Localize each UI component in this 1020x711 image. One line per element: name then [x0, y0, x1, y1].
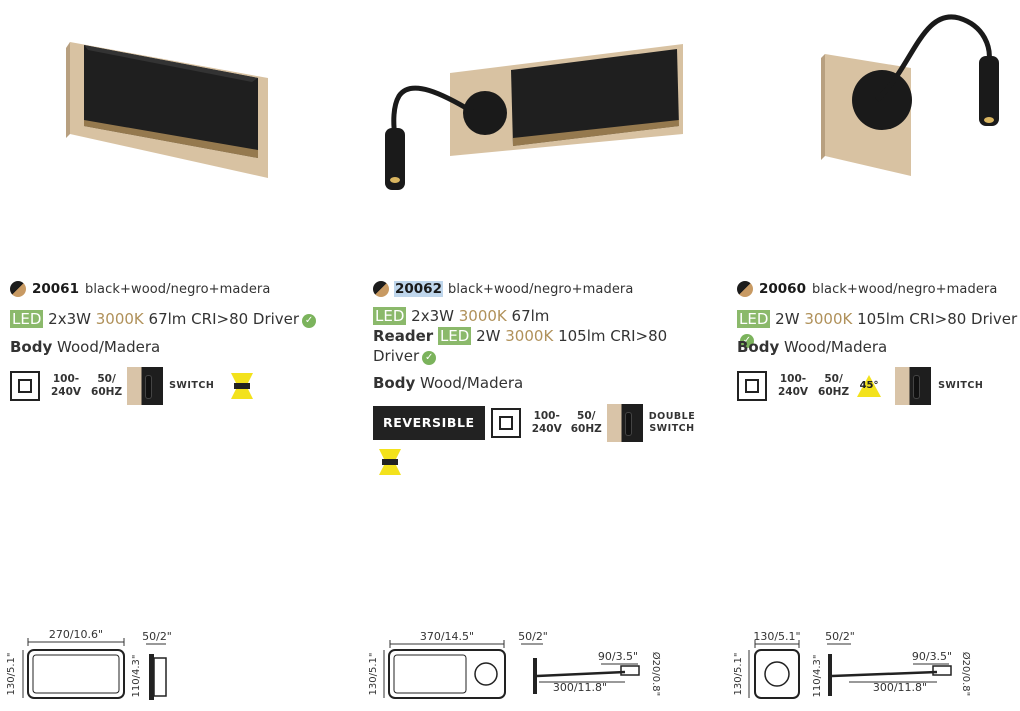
power-text: 2x3W — [48, 310, 91, 328]
dimension-drawing-20062: 370/14.5" 130/5.1" 50/2" 90/3.5" 300/11.… — [368, 630, 662, 699]
reader-driver-text: Driver — [373, 347, 420, 365]
reader-tail-text: 105lm CRI>80 — [558, 327, 668, 345]
spec-tail-text: 67lm — [511, 307, 550, 325]
dimension-drawing-20060: 130/5.1" 130/5.1" 50/2" 110/4.3" 90/3.5"… — [733, 630, 972, 699]
switch-label: SWITCH — [938, 380, 984, 391]
dim-width: 370/14.5" — [420, 630, 474, 643]
finish-text: black+wood/negro+madera — [84, 281, 271, 297]
dim-arm-length: 300/11.8" — [873, 681, 927, 694]
check-icon: ✓ — [302, 314, 317, 328]
dim-depth: 50/2" — [518, 630, 548, 643]
product-image-20062 — [385, 44, 683, 190]
body-label: Body — [737, 338, 780, 356]
voltage-label: 100-240V — [531, 410, 562, 435]
reader-label: Reader — [373, 327, 434, 345]
reader-led-badge: LED — [437, 327, 472, 345]
product-code-line: 20062 black+wood/negro+madera — [373, 281, 633, 297]
cct-text: 3000K — [804, 310, 853, 328]
feature-icons: 100-240V 50/60HZ SWITCH — [10, 367, 256, 405]
power-text: 2x3W — [411, 307, 454, 325]
led-badge: LED — [737, 310, 771, 328]
beam-angle-text: 45° — [859, 380, 879, 391]
body-value: Wood/Madera — [57, 338, 161, 356]
body-label: Body — [373, 374, 416, 392]
led-spec: LED 2x3W 3000K 67lm CRI>80 Driver✓ — [10, 309, 317, 329]
finish-swatch-icon — [10, 281, 26, 297]
dimension-drawing-20061: 270/10.6" 130/5.1" 50/2" 110/4.3" — [6, 628, 172, 700]
dim-width: 130/5.1" — [753, 630, 800, 643]
dim-arm: 90/3.5" — [912, 650, 952, 663]
up-down-light-icon — [231, 373, 254, 399]
product-card-20061: 20061 black+wood/negro+madera LED 2x3W 3… — [0, 0, 340, 711]
dim-depth: 50/2" — [825, 630, 855, 643]
dim-side-height: 110/4.3" — [131, 655, 142, 698]
body-spec: Body Wood/Madera — [737, 337, 887, 357]
body-value: Wood/Madera — [784, 338, 888, 356]
spec-tail-text: 67lm CRI>80 Driver — [148, 310, 300, 328]
body-spec: Body Wood/Madera — [373, 373, 523, 393]
product-code: 20062 — [394, 281, 443, 297]
dim-height: 130/5.1" — [368, 653, 379, 696]
cct-text: 3000K — [458, 307, 507, 325]
led-spec: LED 2x3W 3000K 67lm — [373, 306, 549, 326]
product-image-20060 — [821, 14, 999, 176]
dim-arm-length: 300/11.8" — [553, 681, 607, 694]
finish-swatch-icon — [737, 281, 753, 297]
finish-text: black+wood/negro+madera — [811, 281, 998, 297]
product-card-20062: 20062 black+wood/negro+madera LED 2x3W 3… — [363, 0, 708, 711]
body-spec: Body Wood/Madera — [10, 337, 160, 357]
led-badge: LED — [373, 307, 407, 325]
finish-swatch-icon — [373, 281, 389, 297]
switch-label: SWITCH — [169, 380, 215, 391]
dim-depth: 50/2" — [142, 630, 172, 643]
voltage-label: 100-240V — [778, 373, 809, 398]
dim-diameter: Ø20/0.8" — [650, 652, 662, 696]
voltage-label: 100-240V — [51, 373, 82, 398]
dim-height: 130/5.1" — [733, 653, 744, 696]
feature-icons: 100-240V 50/60HZ 45° SWITCH — [737, 367, 983, 405]
up-down-light-icon — [379, 449, 401, 475]
finish-text: black+wood/negro+madera — [447, 281, 634, 297]
class-ii-icon — [490, 408, 521, 438]
dim-height: 130/5.1" — [6, 653, 17, 696]
beam-angle-icon: 45° — [857, 375, 882, 397]
reader-spec-cont: Driver✓ — [373, 346, 437, 366]
reversible-badge: REVERSIBLE — [373, 406, 485, 440]
frequency-label: 50/60HZ — [91, 373, 123, 398]
double-switch-icon — [606, 404, 643, 442]
switch-icon — [895, 367, 932, 405]
class-ii-icon — [737, 371, 767, 401]
body-value: Wood/Madera — [420, 374, 524, 392]
cct-text: 3000K — [95, 310, 144, 328]
check-icon: ✓ — [740, 334, 754, 348]
product-code: 20060 — [759, 281, 806, 297]
led-badge: LED — [10, 310, 44, 328]
dim-arm: 90/3.5" — [598, 650, 638, 663]
power-text: 2W — [775, 310, 800, 328]
spec-tail-text: 105lm CRI>80 Driver — [857, 310, 1018, 328]
reader-cct-text: 3000K — [505, 327, 554, 345]
reader-power-text: 2W — [476, 327, 501, 345]
switch-icon — [127, 367, 164, 405]
product-code-line: 20061 black+wood/negro+madera — [10, 281, 270, 297]
check-icon: ✓ — [422, 351, 437, 365]
frequency-label: 50/60HZ — [570, 410, 602, 435]
led-spec: LED 2W 3000K 105lm CRI>80 Driver ✓ — [737, 309, 1020, 349]
product-card-20060: 20060 black+wood/negro+madera LED 2W 300… — [727, 0, 1020, 711]
reader-spec: Reader LED 2W 3000K 105lm CRI>80 — [373, 326, 667, 346]
dim-width: 270/10.6" — [49, 628, 103, 641]
class-ii-icon — [10, 371, 40, 401]
dim-side-height: 110/4.3" — [812, 655, 823, 698]
body-label: Body — [10, 338, 53, 356]
product-code: 20061 — [32, 281, 79, 297]
product-code-line: 20060 black+wood/negro+madera — [737, 281, 997, 297]
dim-diameter: Ø20/0.8" — [960, 652, 972, 696]
product-image-20061 — [66, 42, 268, 178]
frequency-label: 50/60HZ — [818, 373, 850, 398]
